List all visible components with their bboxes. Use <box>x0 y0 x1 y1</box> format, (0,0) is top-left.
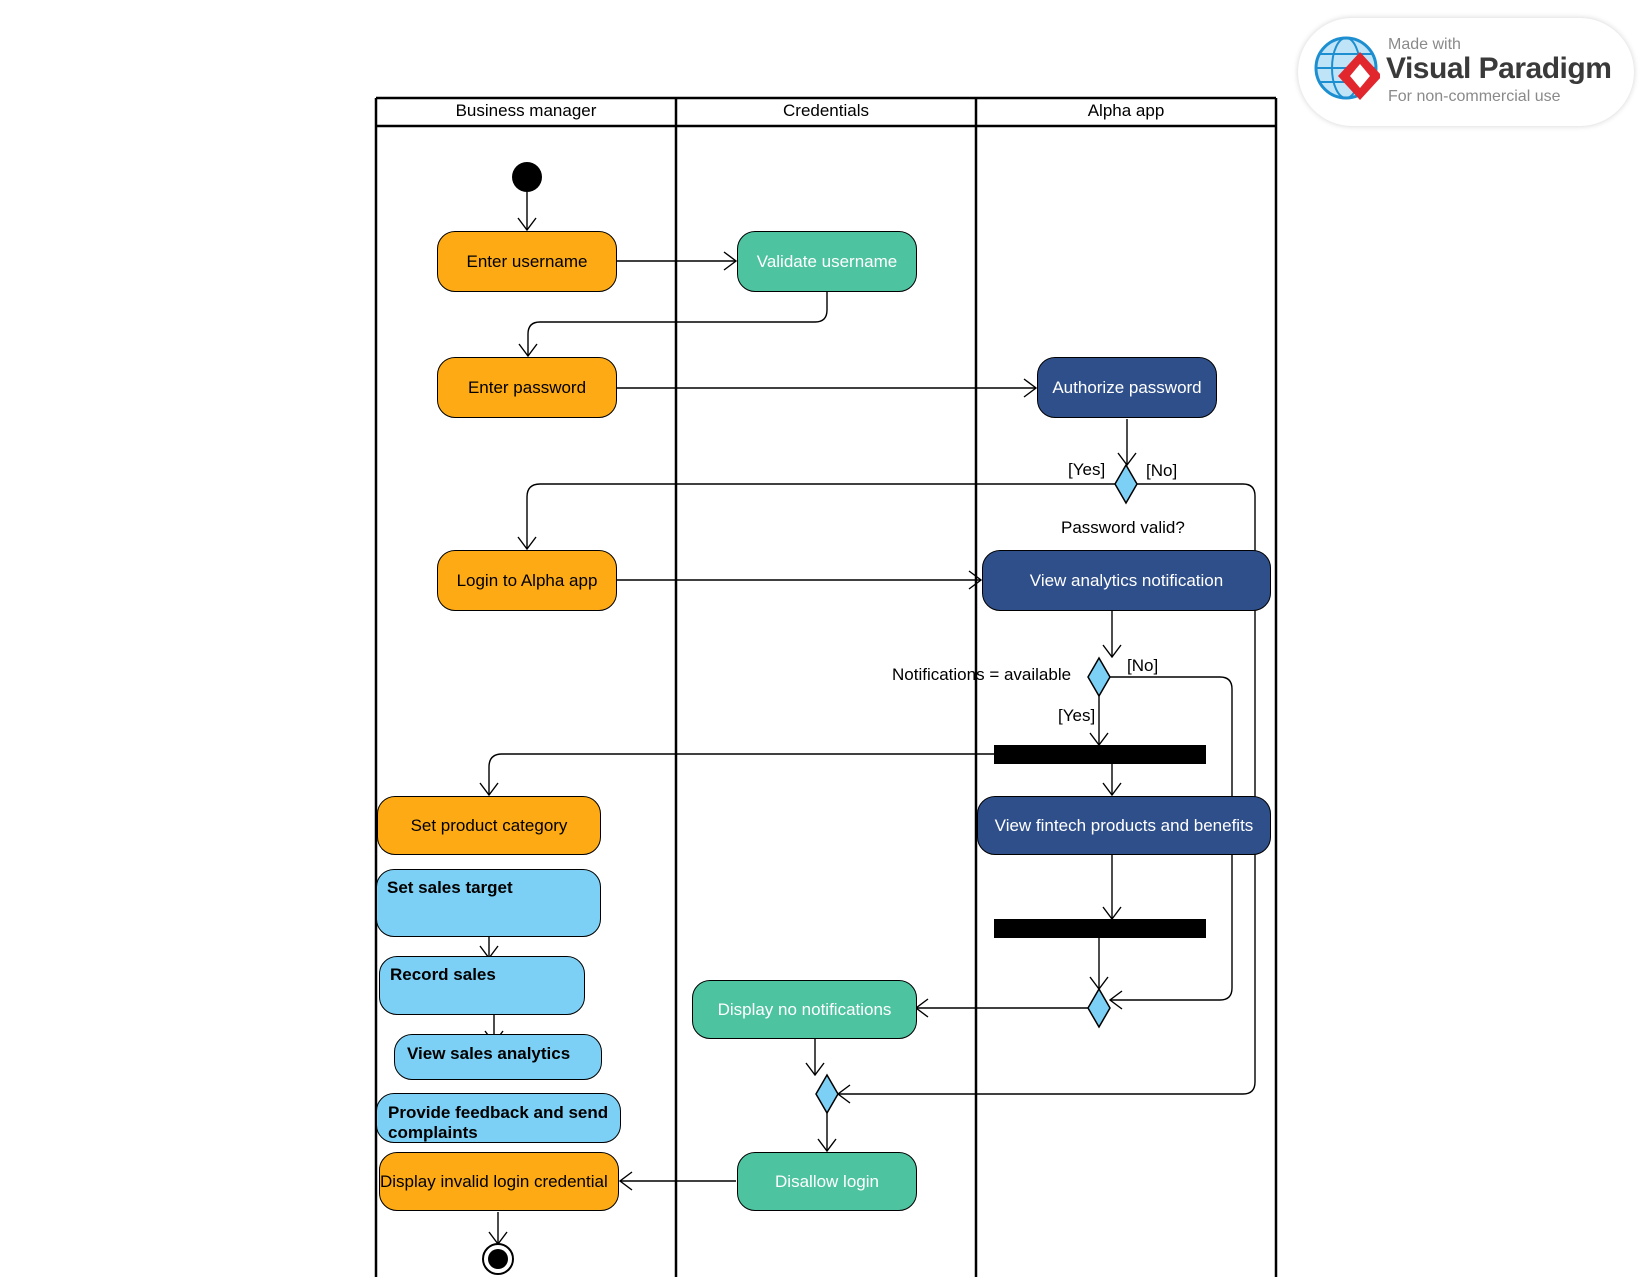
action-validate-username[interactable]: Validate username <box>737 231 917 292</box>
merge-node-notifications <box>1087 987 1111 1029</box>
guard-yes-password: [Yes] <box>1068 460 1106 479</box>
control-flows <box>489 192 1256 1244</box>
action-provide-feedback[interactable]: Provide feedback and send complaints <box>376 1093 621 1143</box>
decision-password-valid <box>1114 463 1138 505</box>
action-set-sales-target[interactable]: Set sales target <box>376 869 601 937</box>
lane-title-alpha-app: Alpha app <box>1087 101 1165 120</box>
action-set-product-category[interactable]: Set product category <box>377 796 601 855</box>
decision-label-password-valid: Password valid? <box>1061 518 1185 537</box>
decision-label-notifications-available: Notifications = available <box>892 665 1072 684</box>
guard-no-notifications: [No] <box>1127 656 1159 675</box>
visual-paradigm-watermark: Made with Visual Paradigm For non-commer… <box>1298 18 1634 126</box>
action-view-fintech-products[interactable]: View fintech products and benefits <box>977 796 1271 855</box>
action-authorize-password[interactable]: Authorize password <box>1037 357 1217 418</box>
guard-yes-notifications: [Yes] <box>1058 706 1096 725</box>
merge-node-login <box>815 1073 839 1115</box>
watermark-subtitle: For non-commercial use <box>1388 88 1561 105</box>
action-enter-password[interactable]: Enter password <box>437 357 617 418</box>
action-display-no-notifications[interactable]: Display no notifications <box>692 980 917 1039</box>
visual-paradigm-logo-icon <box>1314 36 1380 100</box>
action-disallow-login[interactable]: Disallow login <box>737 1152 917 1211</box>
final-node <box>482 1243 514 1275</box>
action-display-invalid-login[interactable]: Display invalid login credential <box>379 1152 619 1211</box>
action-record-sales[interactable]: Record sales <box>379 956 585 1015</box>
decision-notifications-available <box>1087 656 1111 698</box>
action-view-analytics-notification[interactable]: View analytics notification <box>982 550 1271 611</box>
swimlane-frame <box>374 96 1278 1277</box>
action-view-sales-analytics[interactable]: View sales analytics <box>394 1034 602 1080</box>
lane-title-business-manager: Business manager <box>455 101 597 120</box>
lane-title-credentials: Credentials <box>783 101 869 120</box>
join-bar <box>994 919 1206 938</box>
action-enter-username[interactable]: Enter username <box>437 231 617 292</box>
watermark-brand: Visual Paradigm <box>1386 52 1612 85</box>
guard-no-password: [No] <box>1146 461 1178 480</box>
initial-node <box>512 162 542 192</box>
fork-bar <box>994 745 1206 764</box>
action-login-to-alpha-app[interactable]: Login to Alpha app <box>437 550 617 611</box>
watermark-made-with: Made with <box>1388 36 1461 53</box>
